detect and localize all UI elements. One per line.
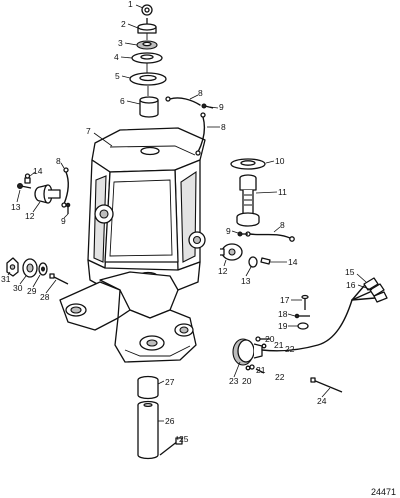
- callout-8-right: 8: [280, 220, 285, 230]
- callout-22-upper: 22: [285, 344, 295, 354]
- part-20-21-22-hardware-upper: [255, 336, 270, 349]
- part-9-screw-left: [65, 202, 71, 214]
- leader-lines: [7, 4, 373, 441]
- callout-25: 25: [179, 434, 189, 444]
- part-17-screw: [301, 294, 309, 310]
- part-31-nut: [6, 257, 19, 277]
- callout-10: 10: [275, 156, 285, 166]
- callout-14-left: 14: [33, 166, 43, 176]
- callout-28: 28: [40, 292, 50, 302]
- callout-1: 1: [128, 0, 133, 9]
- callout-9-right: 9: [226, 226, 231, 236]
- part-30-roller: [22, 258, 38, 278]
- callout-8-left: 8: [56, 156, 61, 166]
- callout-15: 15: [345, 267, 355, 277]
- callout-12-left: 12: [25, 211, 35, 221]
- callout-21-upper: 21: [274, 340, 284, 350]
- part-3-washer: [136, 40, 158, 50]
- callout-22-lower: 22: [275, 372, 285, 382]
- part-14-grease-fitting-left: [24, 173, 31, 184]
- callout-18: 18: [278, 309, 288, 319]
- figure-number: 24471: [371, 487, 396, 497]
- part-13-screw-left: [17, 183, 32, 189]
- part-2-nut: [137, 23, 157, 34]
- callout-13-left: 13: [11, 202, 21, 212]
- part-29-bushing: [38, 262, 48, 276]
- part-16-connector: [369, 283, 388, 303]
- part-14-grease-fitting-right: [260, 257, 271, 265]
- part-12-pivot-pin-right: [220, 243, 243, 261]
- part-28-pin: [49, 273, 69, 285]
- sender-harness: [261, 285, 376, 352]
- part-13-washer-right: [248, 256, 258, 268]
- part-10-washer-right: [230, 158, 266, 170]
- callout-6: 6: [120, 96, 125, 106]
- part-23-trim-sender: [232, 338, 263, 366]
- callout-26: 26: [165, 416, 175, 426]
- callout-21-lower: 21: [256, 365, 266, 375]
- callout-14-right: 14: [288, 257, 298, 267]
- callout-8-upper-a: 8: [198, 88, 203, 98]
- callout-3: 3: [118, 38, 123, 48]
- part-19-clamp: [297, 322, 309, 330]
- part-8-ground-wire-left: [61, 167, 69, 208]
- callout-19: 19: [278, 321, 288, 331]
- callout-31: 31: [1, 274, 11, 284]
- callout-9-upper: 9: [219, 102, 224, 112]
- part-8-ground-wire-right: [245, 231, 295, 242]
- part-7-swivel-bracket: [59, 127, 206, 363]
- callout-9-left: 9: [61, 216, 66, 226]
- callout-13-right: 13: [241, 276, 251, 286]
- part-18-screw: [294, 313, 310, 319]
- callout-7: 7: [86, 126, 91, 136]
- callout-2: 2: [121, 19, 126, 29]
- part-27-bushing-lower: [137, 375, 159, 400]
- callout-11: 11: [278, 187, 287, 197]
- callout-23: 23: [229, 376, 239, 386]
- part-26-tube: [137, 400, 159, 460]
- callout-4: 4: [114, 52, 119, 62]
- part-24-tie-strap: [310, 377, 343, 393]
- callout-20-lower: 20: [242, 376, 252, 386]
- callout-20-upper: 20: [265, 334, 275, 344]
- callout-17: 17: [280, 295, 290, 305]
- part-8-ground-wire-upper: [165, 96, 206, 156]
- part-9-screw-right: [237, 231, 248, 237]
- callout-30: 30: [13, 283, 23, 293]
- part-20-21-22-hardware-lower: [245, 364, 265, 374]
- part-9-screw-upper: [201, 103, 214, 109]
- callout-12-right: 12: [218, 266, 228, 276]
- part-11-steering-pin: [236, 174, 260, 227]
- part-12-pivot-pin-left: [34, 184, 61, 204]
- callout-8-upper-b: 8: [221, 122, 226, 132]
- part-6-bushing: [139, 96, 159, 118]
- part-4-washer: [131, 52, 163, 64]
- callout-27: 27: [165, 377, 175, 387]
- part-5-washer: [129, 72, 167, 86]
- callout-29: 29: [27, 286, 37, 296]
- callout-16: 16: [346, 280, 356, 290]
- callout-24: 24: [317, 396, 327, 406]
- part-1-eye-bolt: [141, 4, 153, 28]
- callout-5: 5: [115, 71, 120, 81]
